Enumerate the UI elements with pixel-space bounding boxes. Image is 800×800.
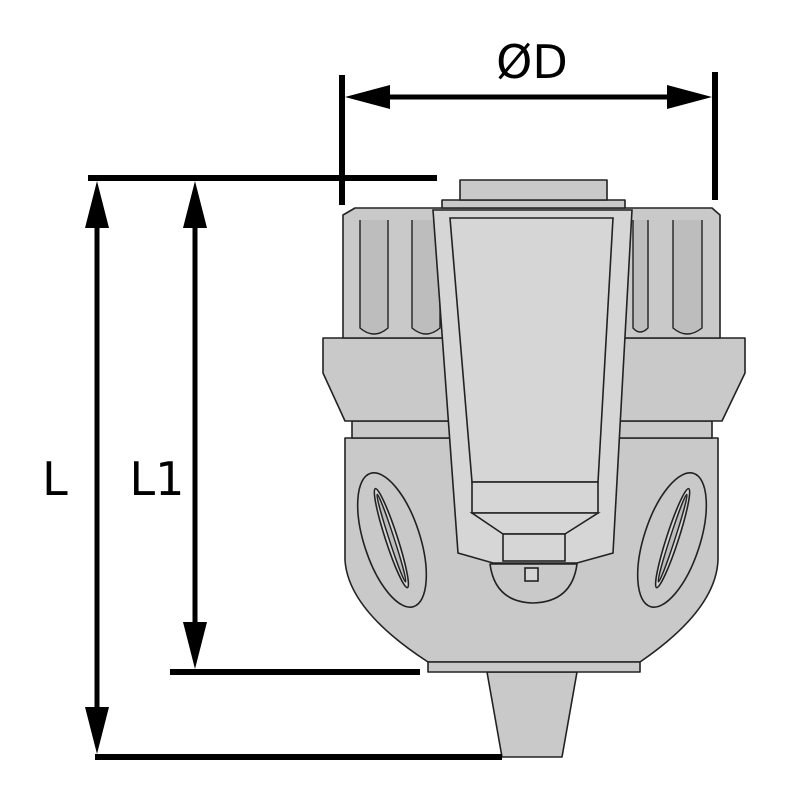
arrow-left-icon [345, 85, 390, 109]
body-bottom-plate [427, 661, 641, 673]
key-hole-right [636, 472, 708, 608]
arrow-down-icon [85, 707, 109, 754]
arrow-down-icon [183, 622, 207, 669]
taper-lower-band [471, 481, 599, 514]
taper-bore [449, 217, 614, 483]
arrow-right-icon [667, 85, 712, 109]
key-hole-left [356, 472, 428, 608]
arrow-up-icon [183, 181, 207, 228]
dimension-diameter: ØD [339, 35, 718, 205]
label-length-body: L1 [130, 452, 185, 506]
dimension-l: L [42, 181, 109, 754]
label-diameter: ØD [496, 35, 568, 89]
dimension-l1: L1 [130, 181, 207, 669]
jaw-tip [524, 567, 539, 582]
top-cap [459, 179, 608, 201]
label-length-total: L [42, 452, 68, 506]
chuck-drawing [322, 179, 746, 758]
taper-neck [502, 533, 566, 562]
top-plate [441, 199, 626, 209]
jaw-dome [489, 563, 578, 604]
chuck-nose [486, 671, 578, 758]
knurl-grooves [359, 220, 703, 335]
arrow-up-icon [85, 181, 109, 228]
